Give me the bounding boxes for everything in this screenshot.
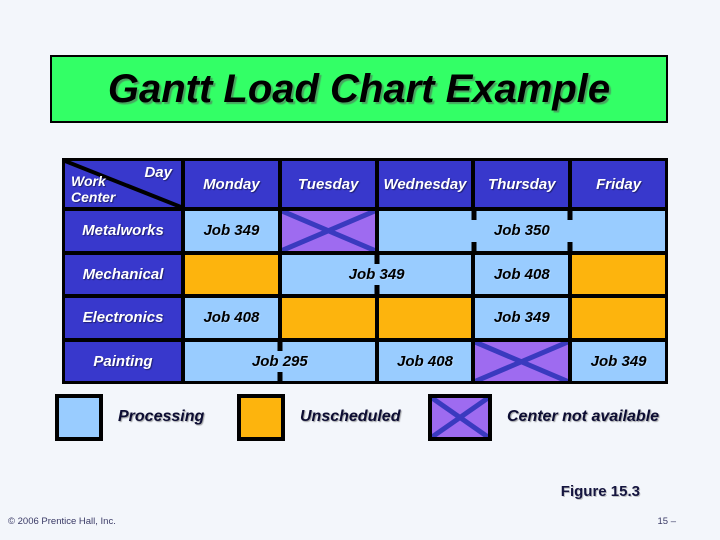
gantt-cell-mechanical-friday (572, 254, 665, 294)
job-label: Job 349 (348, 265, 405, 283)
copyright-text: © 2006 Prentice Hall, Inc. (8, 516, 116, 527)
job-label: Job 349 (493, 309, 550, 327)
work-center-label-metalworks: Metalworks (65, 211, 181, 251)
gantt-cell-mechanical-monday (185, 254, 278, 294)
slide-title-box: Gantt Load Chart Example (50, 55, 668, 123)
job-label: Job 408 (397, 352, 453, 370)
not-available-x-icon (282, 211, 375, 251)
legend-item-unscheduled: Unscheduled (237, 392, 400, 442)
day-boundary-tick (567, 211, 573, 220)
day-boundary-tick (471, 211, 477, 220)
job-label: Job 349 (590, 352, 647, 370)
day-boundary-tick (277, 372, 283, 381)
gantt-cell-electronics-monday: Job 408 (185, 298, 278, 338)
page-number: 15 – (657, 516, 677, 527)
legend-swatch-center-not-available (428, 393, 492, 441)
legend-label: Processing (118, 408, 205, 425)
day-header-thursday: Thursday (475, 161, 569, 207)
job-label: Job 408 (203, 309, 260, 327)
slide-title: Gantt Load Chart Example (107, 66, 611, 111)
gantt-cell-metalworks-tuesday (281, 211, 375, 251)
day-header-friday: Friday (572, 161, 665, 207)
not-available-x-icon (475, 342, 568, 382)
day-header-wednesday: Wednesday (378, 161, 472, 207)
legend-label: Unscheduled (300, 408, 401, 425)
day-boundary-tick (471, 241, 477, 251)
gantt-cell-painting-thursday (475, 341, 569, 382)
legend-swatch-unscheduled (237, 393, 285, 441)
job-label: Job 408 (493, 265, 550, 283)
job-label: Job 295 (251, 352, 308, 370)
gantt-cell-mechanical-thursday: Job 408 (475, 254, 569, 294)
gantt-cell-metalworks-wednesday: Job 350 (378, 211, 665, 251)
work-center-label-mechanical: Mechanical (65, 254, 181, 294)
gantt-cell-mechanical-tuesday: Job 349 (281, 254, 472, 294)
day-boundary-tick (374, 254, 380, 264)
job-label: Job 350 (493, 222, 550, 240)
not-available-x-icon (432, 398, 488, 437)
gantt-cell-electronics-tuesday (281, 298, 375, 338)
gantt-cell-electronics-friday (572, 298, 665, 338)
gantt-cell-painting-monday: Job 295 (185, 341, 375, 381)
day-boundary-tick (567, 241, 573, 251)
figure-caption: Figure 15.3 (560, 483, 640, 500)
legend-item-processing: Processing (55, 392, 204, 442)
work-center-label-electronics: Electronics (65, 298, 181, 338)
job-label: Job 349 (203, 222, 260, 240)
gantt-cell-electronics-thursday: Job 349 (475, 298, 569, 338)
day-boundary-tick (374, 285, 380, 294)
gantt-cell-painting-wednesday: Job 408 (378, 341, 472, 381)
corner-day-label: Day (144, 164, 172, 181)
legend-swatch-processing (55, 393, 103, 441)
day-header-monday: Monday (185, 161, 278, 207)
day-header-tuesday: Tuesday (281, 161, 375, 207)
day-boundary-tick (277, 341, 283, 351)
gantt-cell-metalworks-monday: Job 349 (185, 211, 278, 251)
legend: Processing Unscheduled Center not availabl… (0, 392, 720, 444)
legend-item-center-not-available: Center not available (428, 392, 659, 442)
gantt-cell-electronics-wednesday (378, 298, 472, 338)
diagonal-divider-line (65, 161, 181, 207)
legend-label: Center not available (507, 408, 660, 425)
gantt-corner-cell: Day Work Center (65, 161, 181, 207)
work-center-label-painting: Painting (65, 341, 181, 381)
corner-work-center-label: Work Center (71, 173, 116, 205)
gantt-cell-painting-friday: Job 349 (572, 341, 665, 381)
